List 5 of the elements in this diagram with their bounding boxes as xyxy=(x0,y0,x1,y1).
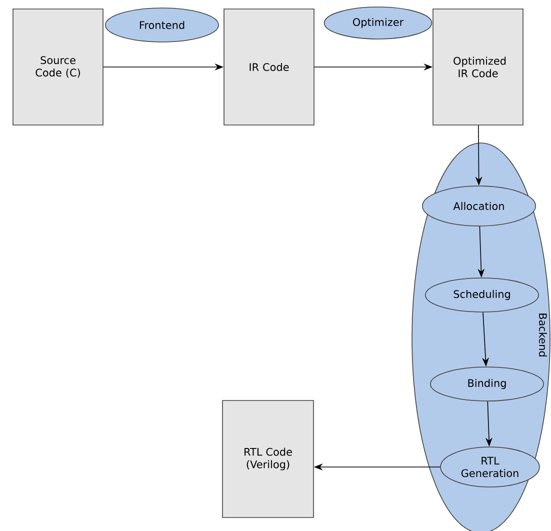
code-box: IR Code xyxy=(224,8,314,126)
code-box: Optimized IR Code xyxy=(432,8,524,126)
code-box: RTL Code (Verilog) xyxy=(222,400,314,518)
code-box: Source Code (C) xyxy=(12,8,104,126)
node-label: RTL Generation xyxy=(461,456,518,478)
